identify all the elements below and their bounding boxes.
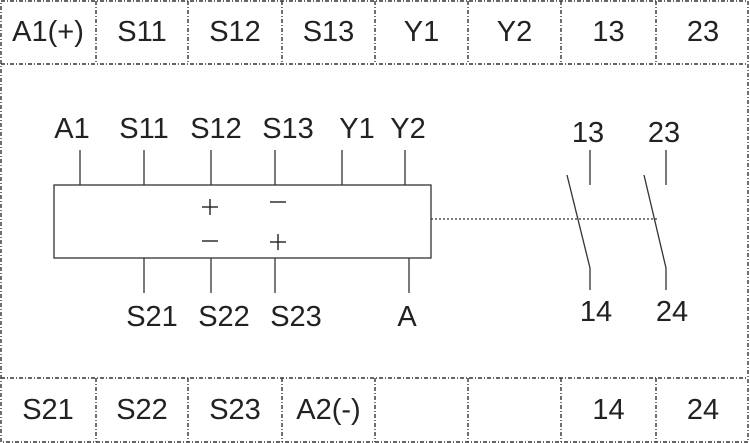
terminal-strip-top: A1(+) S11 S12 S13 Y1 Y2 13 23 [0,0,750,64]
contact-23-24 [643,150,667,290]
contact-label-24: 24 [656,296,688,328]
terminal-14: 14 [592,394,625,426]
terminal-strip-bottom: S21 S22 S23 A2(-) 14 24 [0,378,750,443]
pin-label-s11: S11 [119,113,168,145]
terminal-s13: S13 [302,15,355,48]
pin-label-s13: S13 [262,113,314,145]
top-pin-leads [79,150,406,185]
terminal-24: 24 [686,394,720,426]
terminal-a2: A2(-) [296,394,361,426]
terminal-s11: S11 [117,15,167,48]
terminal-s22: S22 [116,394,168,426]
terminal-s23: S23 [209,394,261,426]
contact-label-23: 23 [648,117,680,149]
terminal-a1: A1(+) [12,15,84,48]
pin-label-a1: A1 [54,113,89,145]
terminal-y2: Y2 [496,15,533,48]
terminal-13: 13 [592,15,625,48]
relay-module-box [53,184,432,259]
terminal-s21: S21 [22,394,74,426]
terminal-y1: Y1 [403,15,440,48]
bottom-pin-leads [143,258,410,293]
contact-13-14 [566,150,591,290]
pin-label-a: A [397,301,417,333]
contact-label-13: 13 [572,117,604,149]
pin-label-y2: Y2 [390,113,425,145]
polarity-marks [202,199,286,250]
pin-label-y1: Y1 [339,113,374,145]
terminal-s12: S12 [209,15,261,48]
pin-label-s12: S12 [190,113,242,145]
contact-label-14: 14 [580,296,612,328]
pin-label-s22: S22 [198,301,250,333]
terminal-23: 23 [686,15,720,48]
pin-label-s23: S23 [270,301,322,333]
pin-label-s21: S21 [126,301,178,333]
